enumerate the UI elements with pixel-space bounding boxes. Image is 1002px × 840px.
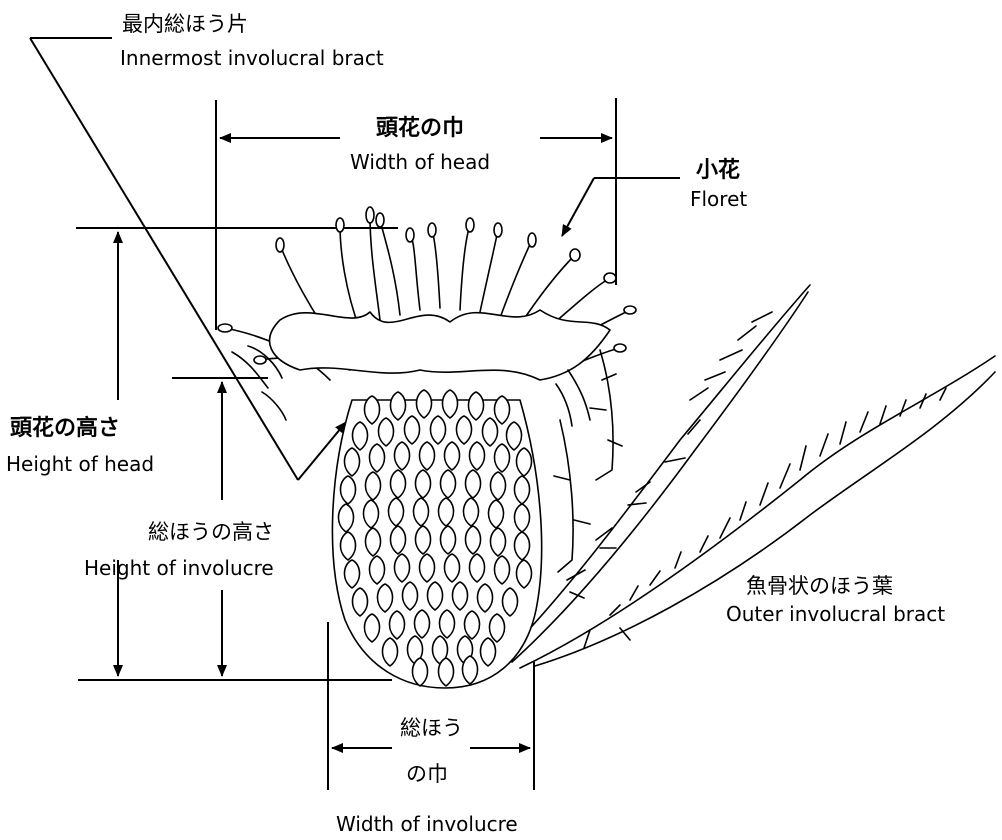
involucre-width-label-jp-line2: の巾 xyxy=(406,758,448,788)
floret-label-en: Floret xyxy=(690,187,747,211)
outer-bract-label-jp: 魚骨状のほう葉 xyxy=(746,570,893,600)
floret-leader-diag xyxy=(562,178,594,236)
involucre-width-label-jp-line1: 総ほう xyxy=(400,712,463,742)
involucre-height-label-en: Height of involucre xyxy=(84,556,274,580)
head-height-label-en: Height of head xyxy=(6,452,154,476)
head-width-label-jp: 頭花の巾 xyxy=(376,110,464,142)
innermost-bract-label-jp: 最内総ほう片 xyxy=(122,8,248,38)
floret-label-jp: 小花 xyxy=(696,152,740,184)
innermost-bract-label-en: Innermost involucral bract xyxy=(120,46,384,70)
involucre-width-label-en: Width of involucre xyxy=(336,812,518,836)
outer-bract-label-en: Outer involucral bract xyxy=(726,602,945,626)
involucre-height-label-jp: 総ほうの高さ xyxy=(148,516,274,546)
head-width-label-en: Width of head xyxy=(350,150,490,174)
head-height-label-jp: 頭花の高さ xyxy=(10,410,120,442)
